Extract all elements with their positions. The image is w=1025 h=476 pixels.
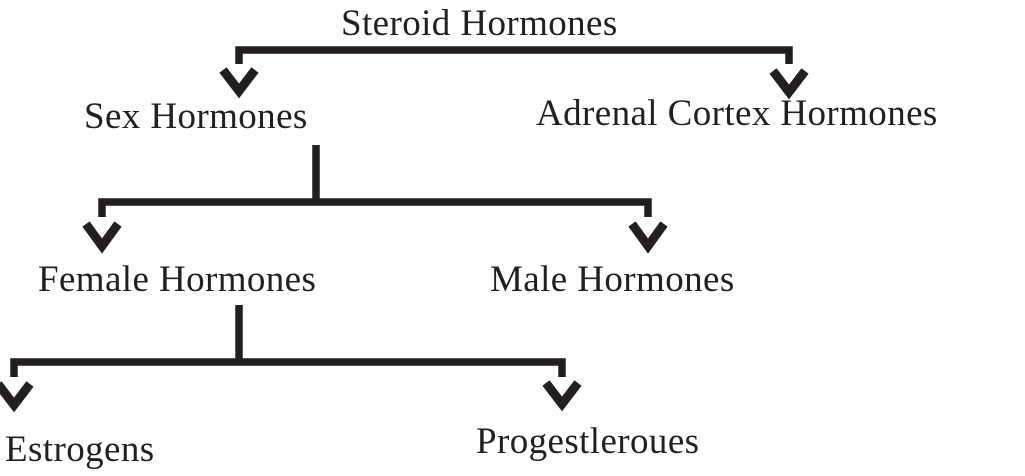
node-estrogens: Estrogens xyxy=(5,429,155,470)
arrowhead-to-adrenal-cortex xyxy=(769,68,809,100)
node-male-hormones: Male Hormones xyxy=(490,259,735,300)
node-progestleroues: Progestleroues xyxy=(476,421,700,462)
edge-steroid-to-children xyxy=(219,46,809,100)
node-steroid-hormones: Steroid Hormones xyxy=(341,3,618,44)
edge-sex-to-children xyxy=(82,145,668,254)
arrowhead-to-estrogens xyxy=(0,381,34,413)
arrowhead-to-progestleroues xyxy=(542,380,582,412)
arrowhead-to-sex-hormones xyxy=(219,67,259,99)
node-sex-hormones: Sex Hormones xyxy=(84,96,308,137)
node-adrenal-cortex-hormones: Adrenal Cortex Hormones xyxy=(536,93,938,134)
edge-female-to-children xyxy=(0,305,582,413)
arrowhead-to-male-hormones xyxy=(628,221,668,254)
arrowhead-to-female-hormones xyxy=(82,221,122,254)
node-female-hormones: Female Hormones xyxy=(38,259,317,300)
